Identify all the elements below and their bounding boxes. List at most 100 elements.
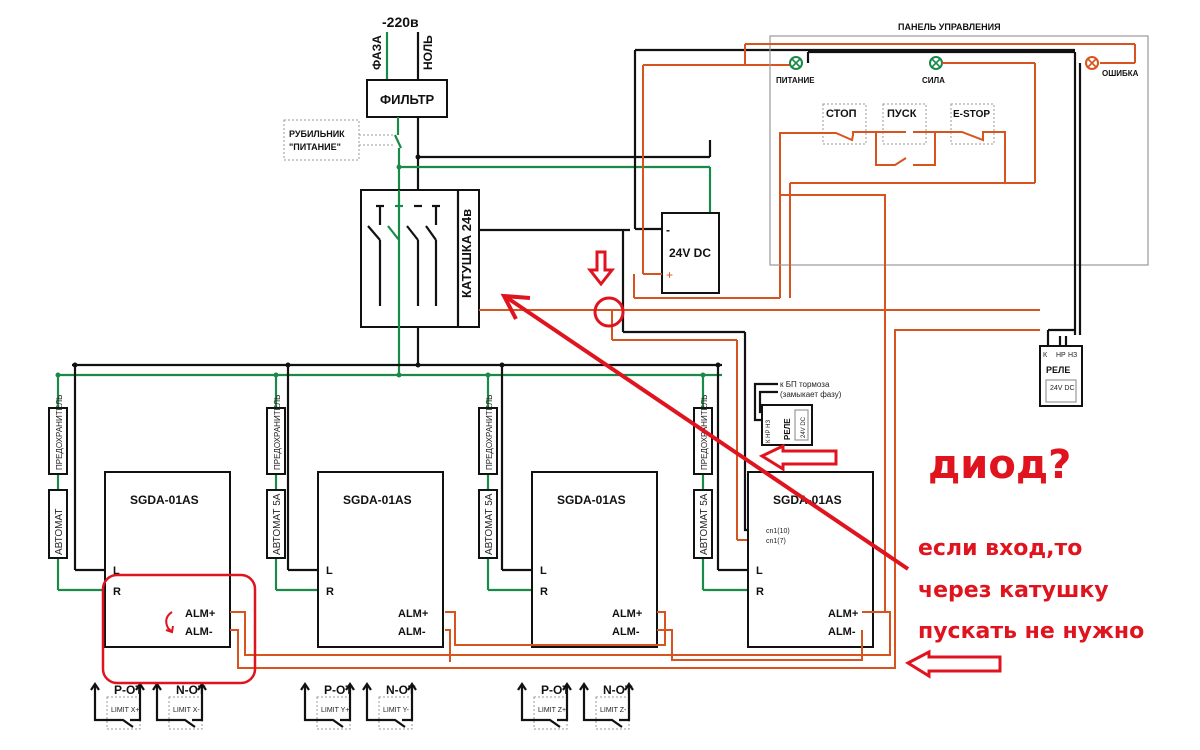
limit-group-2: P-OT LIMIT Y+ N-OT LIMIT Y- (300, 682, 417, 730)
drive-box (531, 471, 658, 648)
contactor-poles (367, 204, 440, 306)
limit-p-switch-label: LIMIT Z+ (538, 707, 566, 714)
estop-button[interactable] (950, 103, 995, 145)
drive-alm-minus: ALM- (612, 626, 640, 638)
lamp-force (929, 56, 943, 70)
psu-label: 24V DC (669, 246, 711, 260)
breaker (266, 489, 286, 559)
limit-n-switch-label: LIMIT Y- (383, 707, 410, 714)
limit-wire (93, 686, 134, 728)
contactor-coil-label: КАТУШКА 24в (459, 209, 474, 298)
estop-button-label: E-STOP (953, 109, 990, 120)
relay-right-pin-k: К (1043, 352, 1048, 359)
drive-alm-plus: ALM+ (398, 608, 428, 620)
relay-brake (761, 404, 813, 446)
drive-pin-l: L (113, 565, 120, 577)
lamp-power-label: ПИТАНИЕ (776, 76, 815, 85)
drive-model: SGDA-01AS (343, 493, 412, 507)
limit-n-label: N-OT (603, 683, 633, 697)
limit-p-switch-label: LIMIT X+ (111, 707, 139, 714)
drive-model: SGDA-01AS (557, 493, 626, 507)
psu-minus: - (666, 223, 670, 237)
relay-right-title: РЕЛЕ (1046, 365, 1070, 375)
start-button[interactable] (882, 103, 927, 145)
main-switch-contact[interactable] (394, 134, 402, 149)
annotation-arrow-relay (758, 443, 838, 472)
lamp-error (1085, 56, 1099, 70)
annotation-alarm-box (101, 573, 257, 685)
breaker (478, 489, 498, 559)
fuse-label: ПРЕДОХРАНИТЕЛЬ (273, 395, 282, 470)
relay-right-coil: 24V DC (1050, 385, 1075, 392)
drive-pin-l: L (326, 565, 333, 577)
limit-group-1: P-OT LIMIT X+ N-OT LIMIT X- (90, 682, 207, 730)
drive-pin-r: R (540, 586, 548, 598)
annotation-question: диод? (928, 442, 1071, 488)
fuse (266, 407, 286, 475)
psu-24v (661, 212, 720, 294)
limit-p-switch-label: LIMIT Y+ (321, 707, 349, 714)
limit-wire (520, 686, 561, 728)
fuse-label: ПРЕДОХРАНИТЕЛЬ (485, 395, 494, 470)
annotation-long-arrow (500, 293, 910, 571)
annotation-note-1: если вход,то (918, 536, 1082, 561)
phase-label: ФАЗА (370, 35, 384, 70)
limit-n-label: N-OT (176, 683, 206, 697)
fuse (48, 407, 68, 475)
brake-note-2: (замыкает фазу) (780, 390, 842, 399)
start-button-label: ПУСК (887, 108, 917, 120)
limit-wire (582, 686, 623, 728)
relay-right-pin-no: НР (1056, 352, 1066, 359)
limit-p-label: P-OT (324, 683, 353, 697)
fuse-label: ПРЕДОХРАНИТЕЛЬ (55, 395, 64, 470)
limit-n-switch-label: LIMIT X- (173, 707, 200, 714)
control-panel (769, 35, 1149, 266)
lamp-force-label: СИЛА (922, 76, 945, 85)
fuse (478, 407, 498, 475)
servo-drive-2: ПРЕДОХРАНИТЕЛЬ АВТОМАТ 5А SGDA-01AS LR ALM+ A… (266, 362, 444, 648)
annotation-small-arrow (165, 611, 174, 634)
limit-n-label: N-OT (386, 683, 416, 697)
relay-brake-pins: К НР НЗ (766, 420, 772, 443)
drive-pin-l: L (756, 565, 763, 577)
filter-label: ФИЛЬТР (380, 92, 435, 107)
breaker (693, 489, 713, 559)
main-switch-label-2: "ПИТАНИЕ" (289, 142, 341, 152)
lamp-power (789, 56, 803, 70)
drive-pin-r: R (113, 586, 121, 598)
drive-alm-minus: ALM- (828, 626, 856, 638)
stop-button-label: СТОП (826, 108, 857, 120)
breaker (48, 489, 68, 559)
drive-alm-plus: ALM+ (612, 608, 642, 620)
annotation-note-2: через катушку (918, 578, 1109, 603)
relay-brake-coil: 24V DC (801, 416, 807, 438)
neutral-label: НОЛЬ (421, 35, 435, 70)
relay-brake-title: РЕЛЕ (783, 418, 792, 440)
drive-alm-minus: ALM- (185, 626, 213, 638)
stop-button[interactable] (822, 103, 867, 145)
limit-wire (365, 686, 406, 728)
annotation-circle (593, 296, 625, 328)
limit-p-label: P-OT (541, 683, 570, 697)
brake-note-1: к БП тормоза (780, 380, 830, 389)
drive-pin-r: R (756, 586, 764, 598)
drive-alm-plus: ALM+ (828, 608, 858, 620)
drive-alm-plus: ALM+ (185, 608, 215, 620)
breaker-label: АВТОМАТ 5А (272, 493, 283, 555)
drive-box (317, 471, 444, 648)
limit-wire (155, 686, 196, 728)
drive-alm-minus: ALM- (398, 626, 426, 638)
relay-right-pin-nc: НЗ (1068, 352, 1077, 359)
control-panel-title: ПАНЕЛЬ УПРАВЛЕНИЯ (898, 22, 1001, 32)
limit-wire (303, 686, 344, 728)
limit-p-label: P-OT (114, 683, 143, 697)
main-switch-label: РУБИЛЬНИК (289, 129, 345, 139)
drive-pin-r: R (326, 586, 334, 598)
drive-model: SGDA-01AS (130, 493, 199, 507)
main-switch-label-box (283, 119, 360, 161)
drive-cn1-7: cn1(7) (766, 538, 786, 545)
